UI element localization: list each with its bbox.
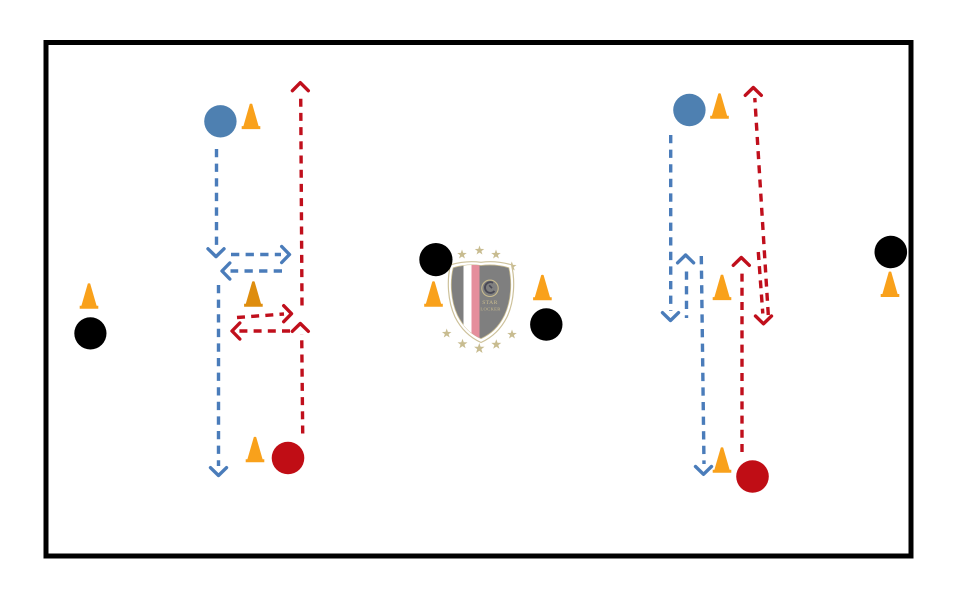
svg-text:STAR: STAR bbox=[482, 300, 497, 306]
svg-text:LOCKER: LOCKER bbox=[480, 307, 501, 312]
